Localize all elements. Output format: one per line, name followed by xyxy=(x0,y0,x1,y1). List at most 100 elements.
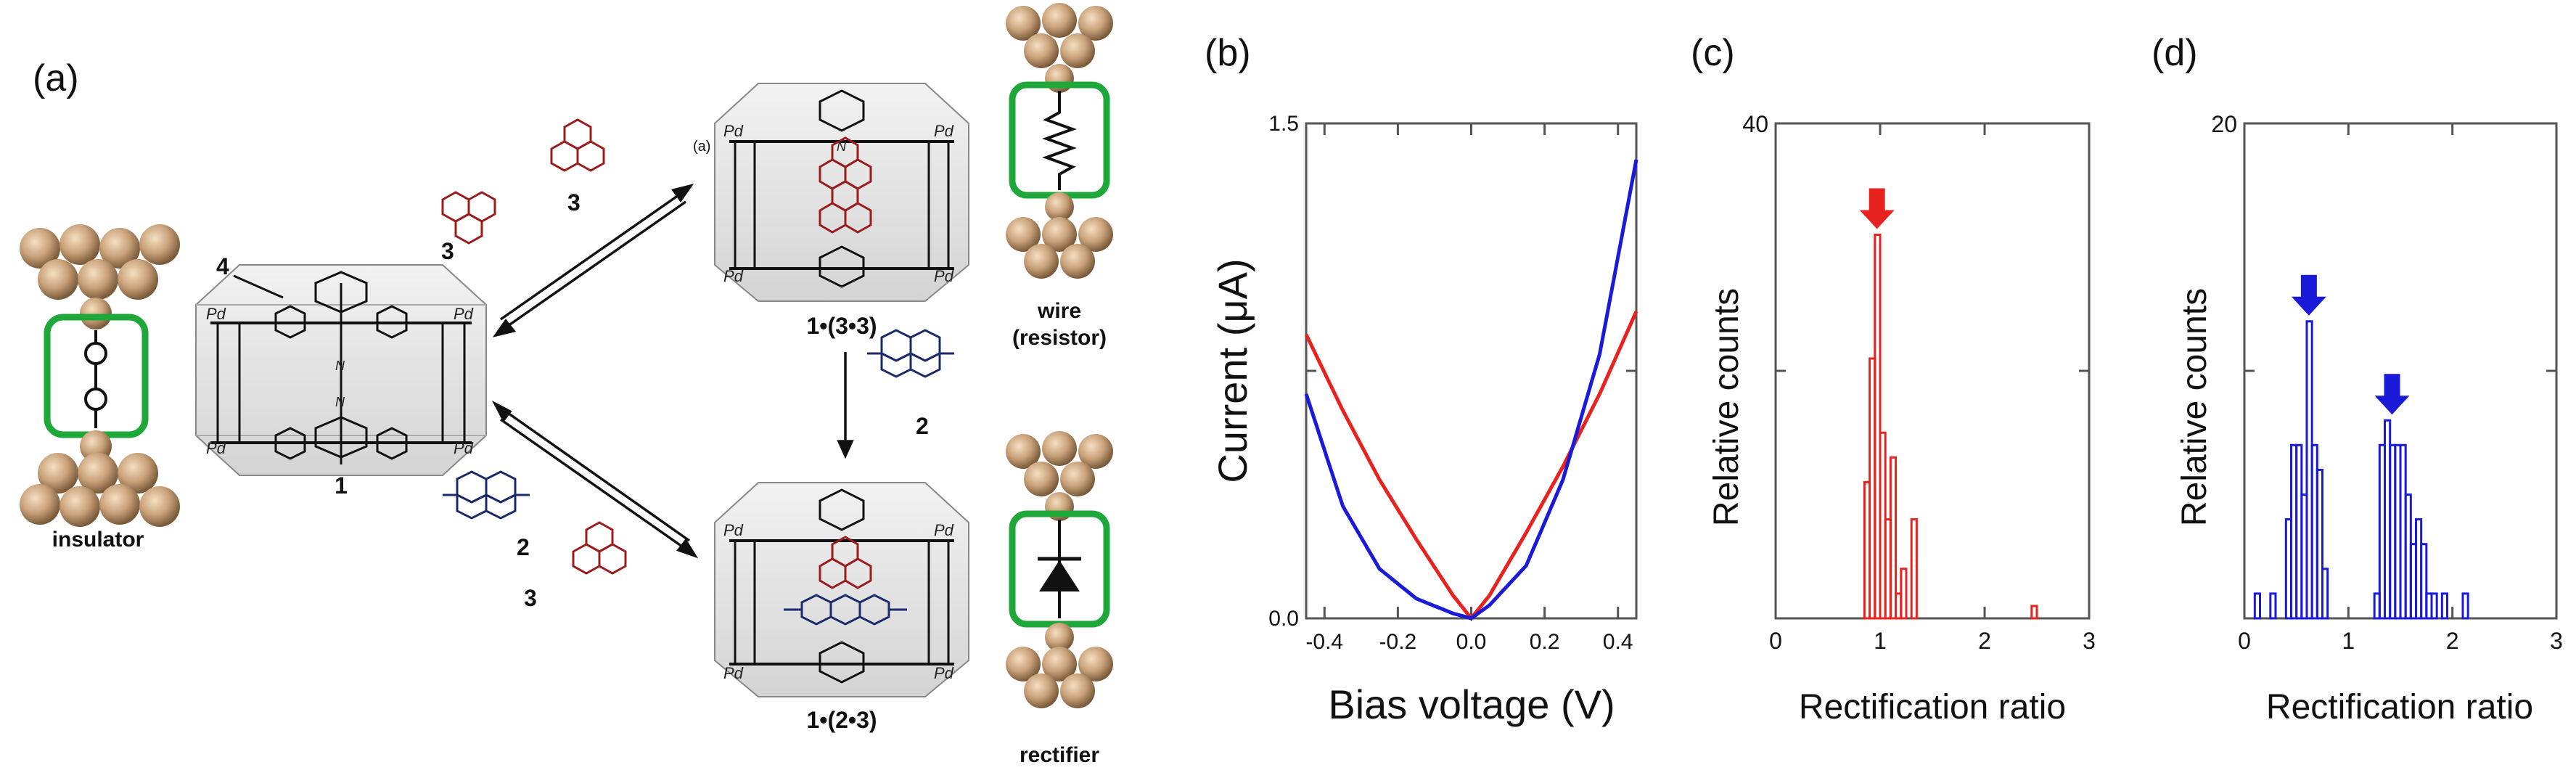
down-arrow-icon xyxy=(1859,188,1895,229)
pd-atom: Pd xyxy=(723,122,744,140)
pd-atom: Pd xyxy=(723,664,744,682)
x-axis-label: Bias voltage (V) xyxy=(1328,681,1615,727)
resistor-icon xyxy=(1042,91,1077,190)
x-tick-label: 1 xyxy=(2342,628,2355,654)
histogram-bar xyxy=(2420,543,2428,620)
insulator-junction: insulator xyxy=(20,224,180,552)
wire-label: wire xyxy=(1037,299,1081,323)
n-atom: N xyxy=(837,139,847,154)
histogram-bars xyxy=(2253,320,2469,620)
guest-3-label: 3 xyxy=(441,238,454,264)
guest-2-label: 2 xyxy=(517,534,530,560)
marker-arrows xyxy=(1859,188,1895,229)
pd-atom: Pd xyxy=(723,267,744,285)
pd-atom: Pd xyxy=(934,122,954,140)
series-line-0 xyxy=(1304,311,1638,622)
insulator-node xyxy=(84,342,107,365)
tick-labels: 0 1 2 3 40 xyxy=(1742,111,2095,654)
x-tick-label: 0.4 xyxy=(1603,630,1633,654)
histogram-bar xyxy=(2321,568,2329,620)
guest-2-label: 2 xyxy=(916,413,929,439)
ligand-label: 4 xyxy=(216,253,229,279)
x-tick-label: 0 xyxy=(1769,628,1782,654)
x-tick-label: 3 xyxy=(2550,628,2563,654)
guest-3-label: 3 xyxy=(524,585,537,611)
plot-frame xyxy=(1774,122,2091,620)
pd-atom: Pd xyxy=(723,521,744,539)
histogram-bar xyxy=(1900,568,1908,620)
pd-atom: Pd xyxy=(206,305,226,323)
x-axis-label: Rectification ratio xyxy=(2266,688,2533,726)
wire-sublabel: (resistor) xyxy=(1012,326,1107,350)
histogram-bar xyxy=(2315,468,2323,620)
pd-atom: Pd xyxy=(454,439,474,457)
histogram-bar xyxy=(2440,592,2448,620)
y-axis-label: Relative counts xyxy=(2175,288,2214,526)
down-arrow-icon xyxy=(2291,274,2326,316)
panel-c-label: (c) xyxy=(1691,32,1735,74)
wire-junction: wire (resistor) xyxy=(1006,3,1113,350)
equilibrium-arrow xyxy=(492,184,694,337)
tick-marks xyxy=(1306,122,1636,620)
pd-atom: Pd xyxy=(206,439,226,457)
panel-a-label: (a) xyxy=(33,57,79,99)
insulator-label: insulator xyxy=(52,528,144,552)
ligand-pointer-label: (a) xyxy=(693,139,710,155)
y-tick-label: 40 xyxy=(1742,111,1768,137)
histogram-bar xyxy=(2253,592,2261,620)
histogram-bar xyxy=(2269,592,2277,620)
rectifier-label: rectifier xyxy=(1020,743,1099,767)
x-tick-label: 1 xyxy=(1874,628,1887,654)
x-tick-label: 2 xyxy=(2446,628,2459,654)
guest-3-label: 3 xyxy=(567,189,581,216)
panel-b-label: (b) xyxy=(1205,32,1251,74)
x-tick-label: 3 xyxy=(2083,628,2096,654)
guest-2-molecule xyxy=(443,470,530,520)
bottom-electrode xyxy=(20,430,180,527)
pd-atom: Pd xyxy=(934,664,954,682)
histogram-bar xyxy=(1889,456,1898,620)
histogram-bars xyxy=(1863,233,2038,620)
y-tick-label: 1.5 xyxy=(1268,112,1299,136)
guest-3-molecule xyxy=(550,118,605,172)
top-electrode xyxy=(20,224,180,329)
tick-marks xyxy=(2243,123,2558,618)
marker-arrows xyxy=(2291,274,2410,415)
histogram-bar xyxy=(2461,592,2469,620)
cage-2-3-label: 1•(2•3) xyxy=(806,707,877,733)
y-tick-label: 20 xyxy=(2211,111,2237,137)
plot-frame xyxy=(1305,122,1638,620)
histogram-bar xyxy=(2030,605,2038,620)
guest-2-molecule xyxy=(867,329,954,378)
pd-atom: Pd xyxy=(934,521,954,539)
y-axis-label: Current (μA) xyxy=(1210,258,1255,483)
n-atom: N xyxy=(335,359,345,373)
panel-d-label: (d) xyxy=(2152,32,2198,74)
guest-3-molecule xyxy=(441,191,496,245)
series-line-1 xyxy=(1304,159,1638,621)
n-atom: N xyxy=(335,395,345,409)
y-tick-label: 0.0 xyxy=(1268,607,1299,631)
guest-3-molecule xyxy=(572,521,627,575)
histogram-bar xyxy=(1910,518,1918,620)
diode-icon xyxy=(1038,520,1081,618)
cage-1-label: 1 xyxy=(335,472,348,499)
series-lines xyxy=(1304,159,1638,622)
panel-a: (a) xyxy=(20,3,1113,767)
x-tick-label: 0.0 xyxy=(1456,630,1487,654)
x-tick-label: 2 xyxy=(1978,628,1991,654)
x-tick-label: -0.4 xyxy=(1305,630,1343,654)
tick-marks xyxy=(1774,123,2091,618)
x-axis-label: Rectification ratio xyxy=(1799,688,2066,726)
down-arrow-icon xyxy=(2374,374,2410,415)
cage-with-3-3: Pd Pd Pd Pd N xyxy=(714,83,969,302)
cage-empty: Pd Pd Pd Pd N N xyxy=(195,264,487,476)
pd-atom: Pd xyxy=(454,305,474,323)
rectifier-junction: rectifier xyxy=(1006,431,1113,767)
